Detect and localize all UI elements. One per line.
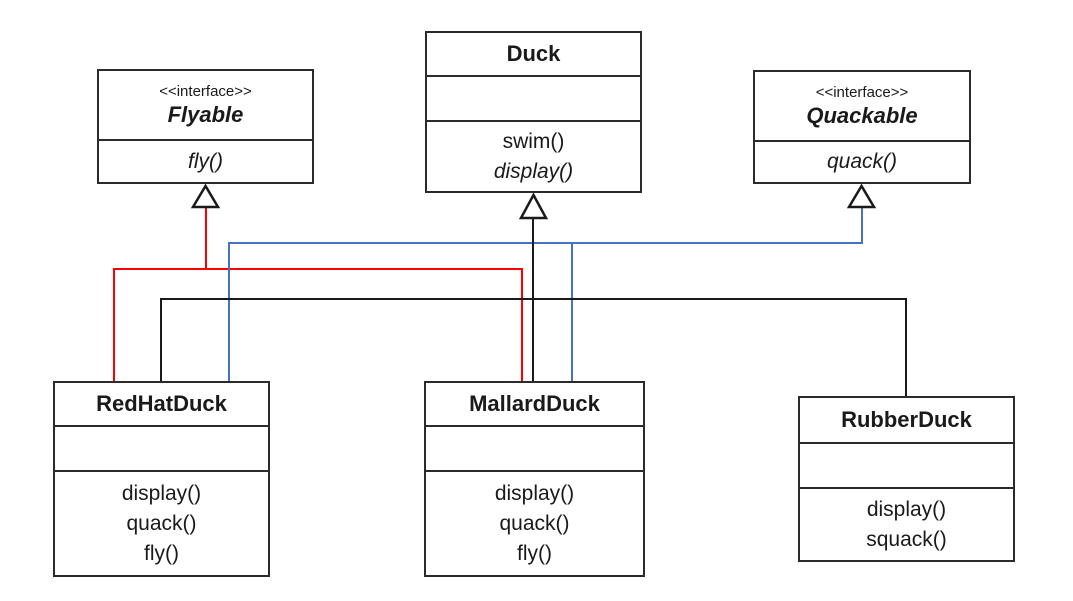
class-name: RubberDuck (841, 406, 972, 432)
methods-section: fly() (99, 139, 312, 182)
edge-quackable-branch (228, 206, 863, 385)
method-label: display() (121, 481, 202, 505)
method-label: squack() (866, 527, 947, 551)
attributes-section (800, 442, 1013, 487)
edge-flyable-branch (113, 268, 523, 385)
edge-duck-branch (160, 298, 907, 400)
methods-section: swim() display() (427, 120, 640, 191)
flyable-arrowhead-icon (190, 183, 221, 209)
duck-arrowhead-icon (518, 192, 549, 220)
class-header: MallardDuck (426, 383, 643, 425)
class-redhatduck: RedHatDuck display() quack() fly() (53, 381, 270, 577)
method-label: fly() (144, 541, 179, 565)
methods-section: quack() (755, 140, 969, 182)
class-name: Quackable (806, 103, 918, 129)
class-header: <<interface>> Flyable (99, 71, 312, 139)
method-label: fly() (517, 541, 552, 565)
method-label: quack() (499, 511, 570, 535)
class-duck: Duck swim() display() (425, 31, 642, 193)
class-name: Flyable (167, 102, 244, 128)
class-flyable: <<interface>> Flyable fly() (97, 69, 314, 184)
attributes-section (426, 425, 643, 470)
class-header: Duck (427, 33, 640, 75)
method-label: quack() (126, 511, 197, 535)
method-label: display() (494, 481, 575, 505)
class-header: <<interface>> Quackable (755, 72, 969, 140)
class-header: RedHatDuck (55, 383, 268, 425)
class-name: Duck (506, 40, 561, 66)
class-name: RedHatDuck (96, 390, 227, 416)
methods-section: display() quack() fly() (55, 470, 268, 575)
method-label: swim() (502, 129, 565, 153)
flyable-realization-edges (113, 206, 523, 385)
method-label: quack() (826, 150, 898, 173)
method-label: fly() (188, 149, 223, 173)
stereotype-label: <<interface>> (159, 83, 252, 101)
class-mallardduck: MallardDuck display() quack() fly() (424, 381, 645, 577)
class-name: MallardDuck (469, 390, 600, 416)
quackable-realization-edges (228, 206, 863, 385)
duck-generalization-edges (160, 217, 907, 400)
methods-section: display() squack() (800, 487, 1013, 560)
attributes-section (427, 75, 640, 120)
method-label: display() (866, 497, 947, 521)
methods-section: display() quack() fly() (426, 470, 643, 575)
quackable-arrowhead-icon (846, 183, 877, 209)
class-rubberduck: RubberDuck display() squack() (798, 396, 1015, 562)
method-label: display() (493, 159, 574, 183)
stereotype-label: <<interface>> (815, 84, 909, 102)
class-header: RubberDuck (800, 398, 1013, 442)
attributes-section (55, 425, 268, 470)
class-quackable: <<interface>> Quackable quack() (753, 70, 971, 184)
